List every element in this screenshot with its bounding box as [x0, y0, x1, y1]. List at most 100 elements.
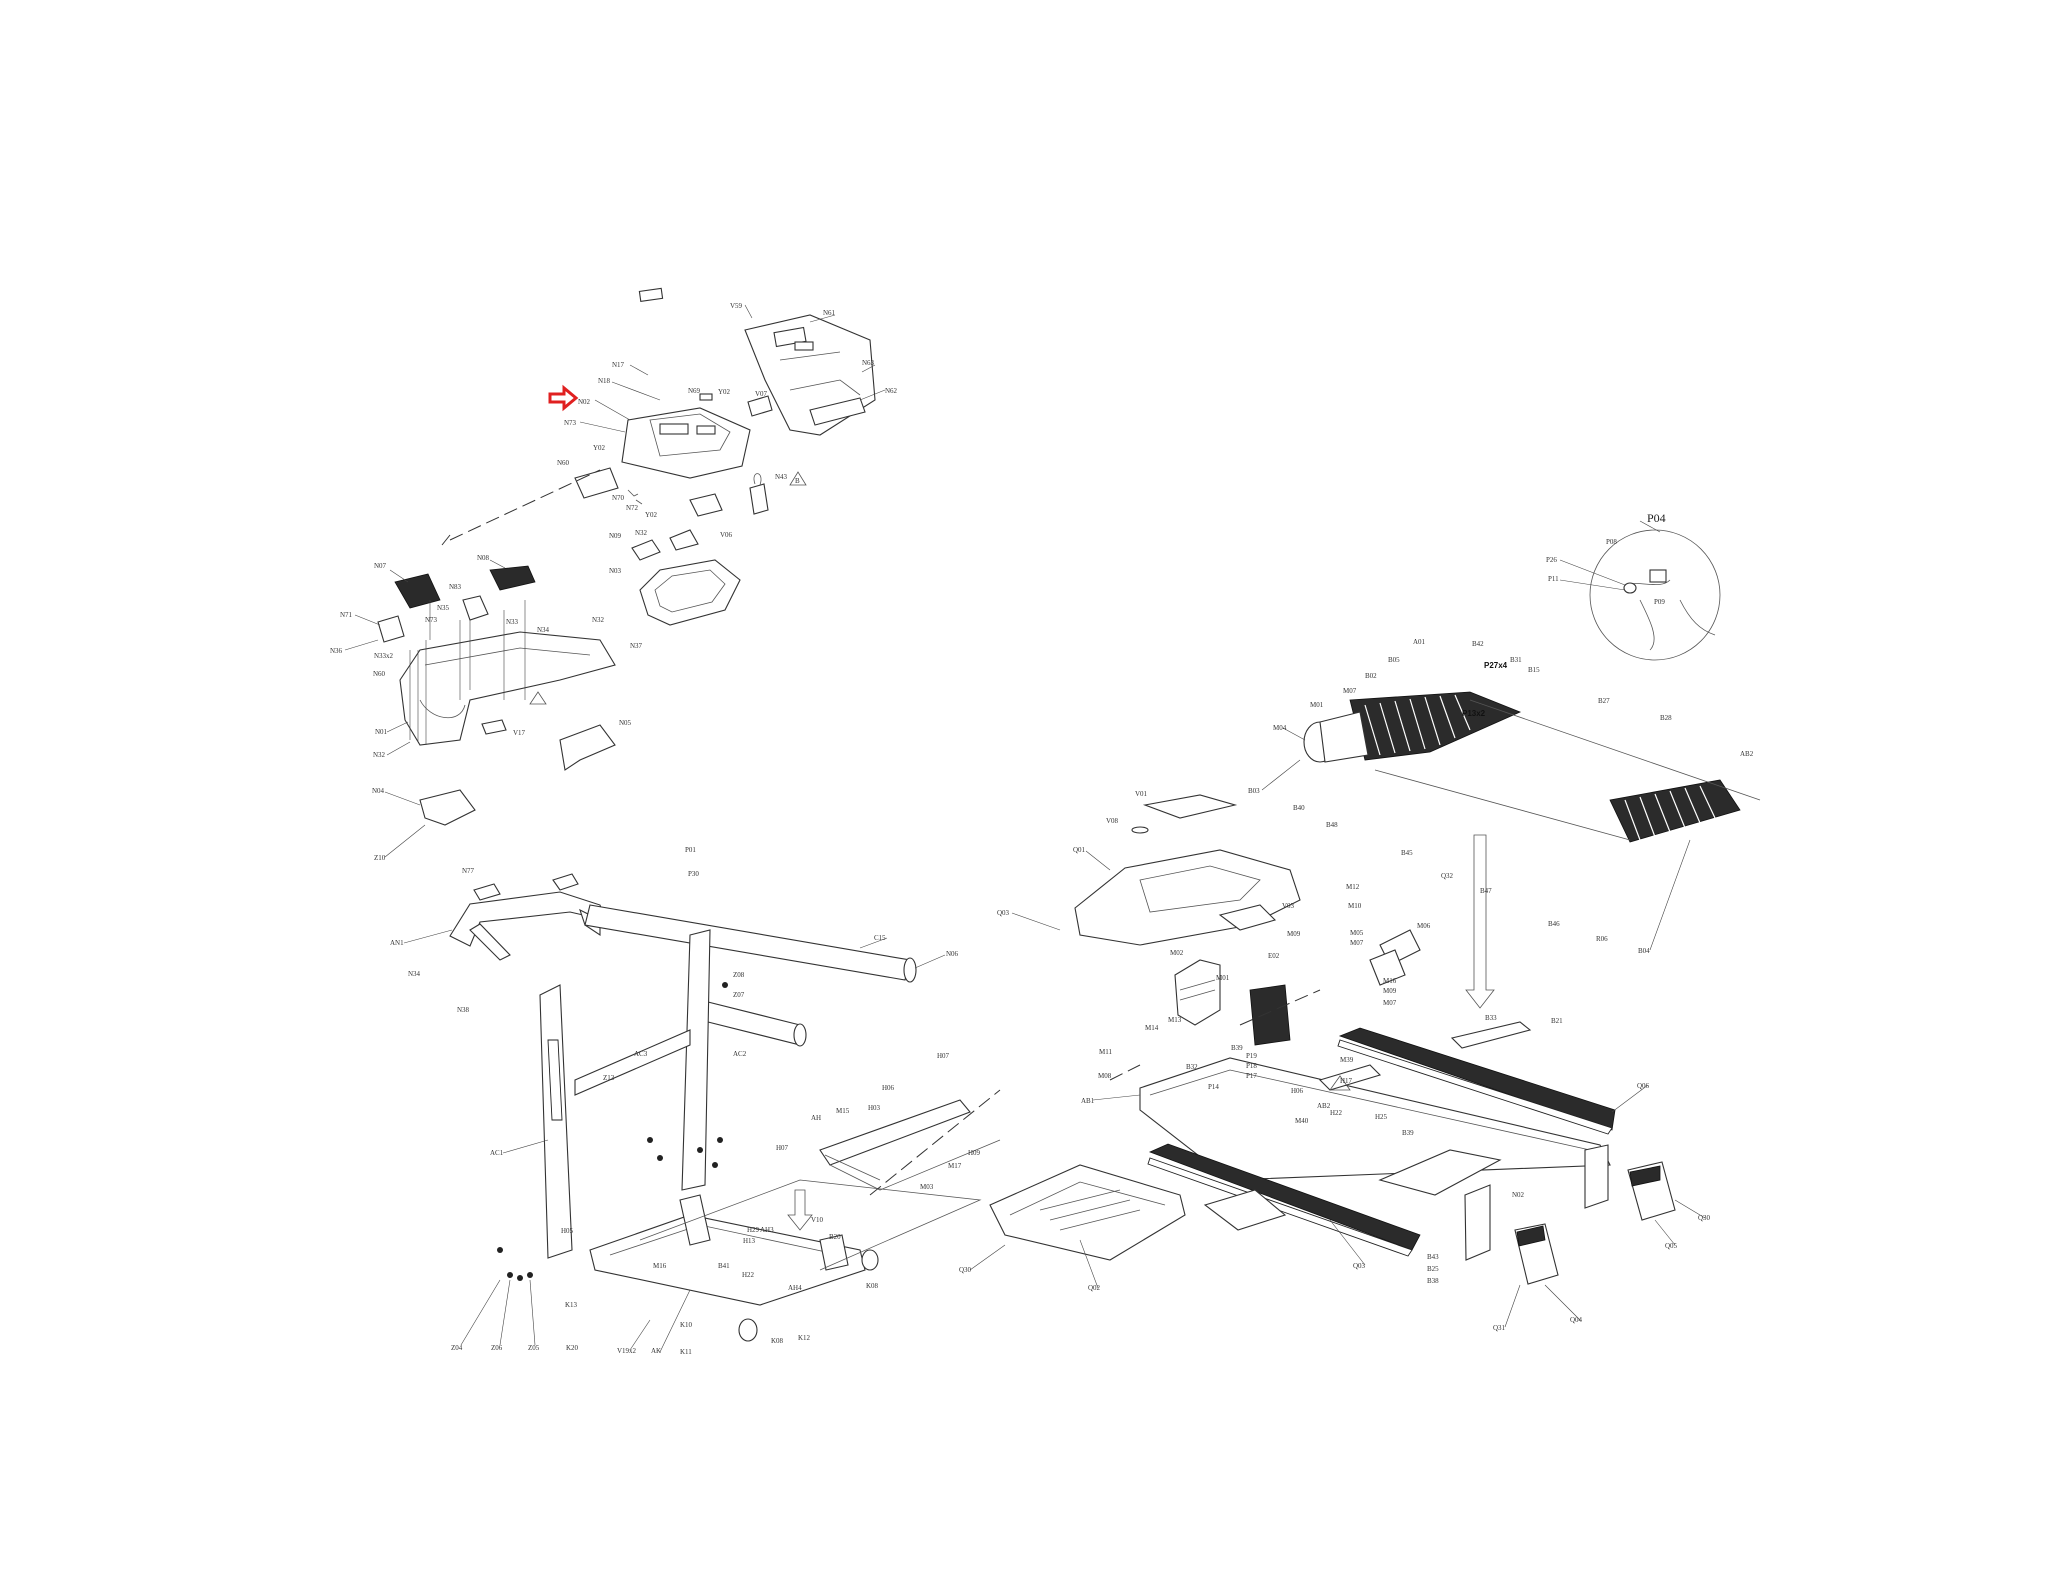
callout-n32c: N32: [373, 751, 386, 759]
callout-m12: M12: [1346, 883, 1360, 891]
callout-h09: H09: [968, 1149, 981, 1157]
callout-b33: B33: [1485, 1014, 1497, 1022]
callout-k13: K13: [565, 1301, 578, 1309]
callout-v06: V06: [720, 531, 733, 539]
callout-k20: K20: [566, 1344, 579, 1352]
callout-m07: M07: [1350, 939, 1364, 947]
wheel-k10: [738, 1318, 758, 1342]
callout-q06: Q06: [1637, 1082, 1650, 1090]
callout-h03: H03: [868, 1104, 881, 1112]
callout-k08: K08: [771, 1337, 784, 1345]
callout-m09: M09: [1287, 930, 1301, 938]
callout-q30: Q30: [959, 1266, 972, 1274]
callout-b02: B02: [1365, 672, 1377, 680]
callout-n62: N62: [885, 387, 898, 395]
rollers-group: [1303, 691, 1761, 1009]
callout-b46: B46: [1548, 920, 1560, 928]
callout-n17: N17: [612, 361, 625, 369]
callout-n34: N34: [537, 626, 550, 634]
callout-n69: N69: [688, 387, 701, 395]
control-board-e02: [1249, 984, 1291, 1046]
callout-b20: B20: [829, 1233, 841, 1241]
callout-p30: P30: [688, 870, 699, 878]
callout-z13: Z13: [603, 1074, 615, 1082]
callout-n04: N04: [372, 787, 385, 795]
callout-ab1: AB1: [1081, 1097, 1095, 1105]
warning-triangle: [789, 471, 807, 486]
console-top-group: [441, 287, 876, 626]
callout-m15: M15: [836, 1107, 850, 1115]
callout-m06: M06: [1417, 922, 1431, 930]
callout-n06: N06: [946, 950, 959, 958]
callout-b15: B15: [1528, 666, 1540, 674]
callout-a01: A01: [1413, 638, 1426, 646]
warning-triangle-label: B: [795, 477, 800, 485]
callout-h22: H22: [742, 1271, 755, 1279]
callout-p26: P26: [1546, 556, 1557, 564]
callout-p27x4: P27x4: [1484, 661, 1508, 670]
callout-p09: P09: [1654, 598, 1665, 606]
callout-n32a: N32: [635, 529, 648, 537]
callout-n61: N61: [823, 309, 836, 317]
callout-b38: B38: [1427, 1277, 1439, 1285]
callout-p14: P14: [1208, 1083, 1219, 1091]
callout-v17: V17: [513, 729, 526, 737]
console-base-n01: [399, 631, 616, 746]
callout-p01: P01: [685, 846, 696, 854]
callout-m09b: M09: [1383, 987, 1397, 995]
callout-n73b: N73: [425, 616, 438, 624]
callout-m17: M17: [948, 1162, 962, 1170]
callout-n32b: N32: [592, 616, 605, 624]
callout-b47: B47: [1480, 887, 1492, 895]
decal-v01: [1142, 794, 1238, 819]
callout-h25: H25: [1375, 1113, 1388, 1121]
callout-v07: V07: [755, 390, 768, 398]
part-n43: [749, 483, 769, 515]
callout-p18: P18: [1246, 1062, 1257, 1070]
motor-tray-group: [989, 1164, 1186, 1261]
callout-b04: B04: [1638, 947, 1650, 955]
callout-b21: B21: [1551, 1017, 1563, 1025]
callout-h06: H06: [882, 1084, 895, 1092]
callout-n60a: N60: [557, 459, 570, 467]
callout-m11: M11: [1099, 1048, 1112, 1056]
callout-k11: K11: [680, 1348, 692, 1356]
bracket-ah: [819, 1099, 971, 1166]
callout-ak: AK: [651, 1347, 661, 1355]
callout-q02: Q02: [1088, 1284, 1101, 1292]
callout-b40: B40: [1293, 804, 1305, 812]
callout-p13x2: P13x2: [1462, 709, 1486, 718]
callout-b48: B48: [1326, 821, 1338, 829]
callout-y02: Y02: [718, 388, 731, 396]
callout-b28: B28: [1660, 714, 1672, 722]
callout-k10: K10: [680, 1321, 693, 1329]
callout-n37: N37: [630, 642, 643, 650]
callout-b45: B45: [1401, 849, 1413, 857]
lower-frame-group: [589, 1089, 1001, 1342]
callout-m16b: M16: [1383, 977, 1397, 985]
callout-b27: B27: [1598, 697, 1610, 705]
callout-m10: M10: [1348, 902, 1362, 910]
callout-b05: B05: [1388, 656, 1400, 664]
callout-p17: P17: [1246, 1072, 1257, 1080]
detail-p04-group: [1589, 529, 1721, 661]
callout-n07: N07: [374, 562, 387, 570]
callout-b42: B42: [1472, 640, 1484, 648]
callout-v59: V59: [730, 302, 743, 310]
callout-n05: N05: [619, 719, 632, 727]
callout-p11: P11: [1548, 575, 1559, 583]
callout-m08: M08: [1098, 1072, 1112, 1080]
callout-n70: N70: [612, 494, 625, 502]
leader-lines: [344, 304, 1706, 1353]
cross-tube-c15: [584, 904, 911, 981]
motor-hood-q01: [1074, 849, 1301, 946]
callout-m07c: M07: [1343, 687, 1357, 695]
callout-m14: M14: [1145, 1024, 1159, 1032]
belt-section-front: [1349, 691, 1522, 761]
callout-n38: N38: [457, 1006, 470, 1014]
callout-b39: B39: [1231, 1044, 1243, 1052]
callout-m01: M01: [1216, 974, 1230, 982]
callout-z06: Z06: [491, 1344, 503, 1352]
highlight-arrow-n02: [548, 384, 579, 412]
